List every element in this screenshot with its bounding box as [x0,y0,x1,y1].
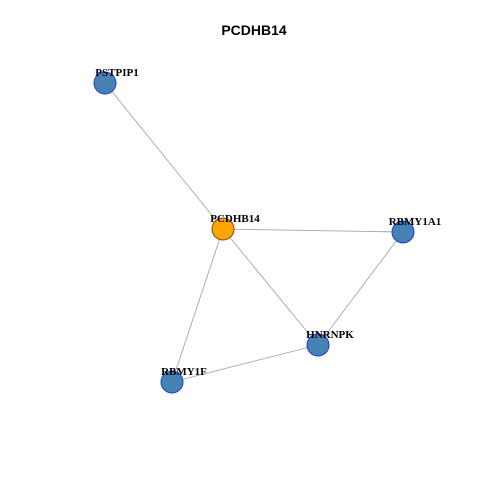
node-rbmy1f[interactable]: RBMY1F [160,366,207,394]
node-circle-rbmy1a1[interactable] [391,220,415,244]
graph-title: PCDHB14 [221,22,287,38]
edge-pcdhb14-hnrnpk [222,228,319,346]
edge-pstpip1-pcdhb14 [104,82,224,230]
edge-hnrnpk-rbmy1f [171,344,319,383]
node-pcdhb14[interactable]: PCDHB14 [210,213,260,241]
node-label-rbmy1a1: RBMY1A1 [389,216,442,228]
node-pstpip1[interactable]: PSTPIP1 [93,67,139,95]
node-label-pstpip1: PSTPIP1 [95,67,138,79]
node-hnrnpk[interactable]: HNRNPK [306,329,354,357]
node-circle-pstpip1[interactable] [93,71,117,95]
node-label-rbmy1f: RBMY1F [161,366,207,378]
node-rbmy1a1[interactable]: RBMY1A1 [389,216,442,244]
node-circle-rbmy1f[interactable] [160,370,184,394]
node-label-hnrnpk: HNRNPK [306,329,354,341]
node-circle-hnrnpk[interactable] [306,333,330,357]
node-label-pcdhb14: PCDHB14 [210,213,260,225]
edge-rbmy1a1-hnrnpk [317,231,404,346]
edges-layer [104,82,404,383]
node-circle-pcdhb14[interactable] [211,217,235,241]
edge-pcdhb14-rbmy1f [171,228,224,383]
edge-pcdhb14-rbmy1a1 [222,228,404,233]
